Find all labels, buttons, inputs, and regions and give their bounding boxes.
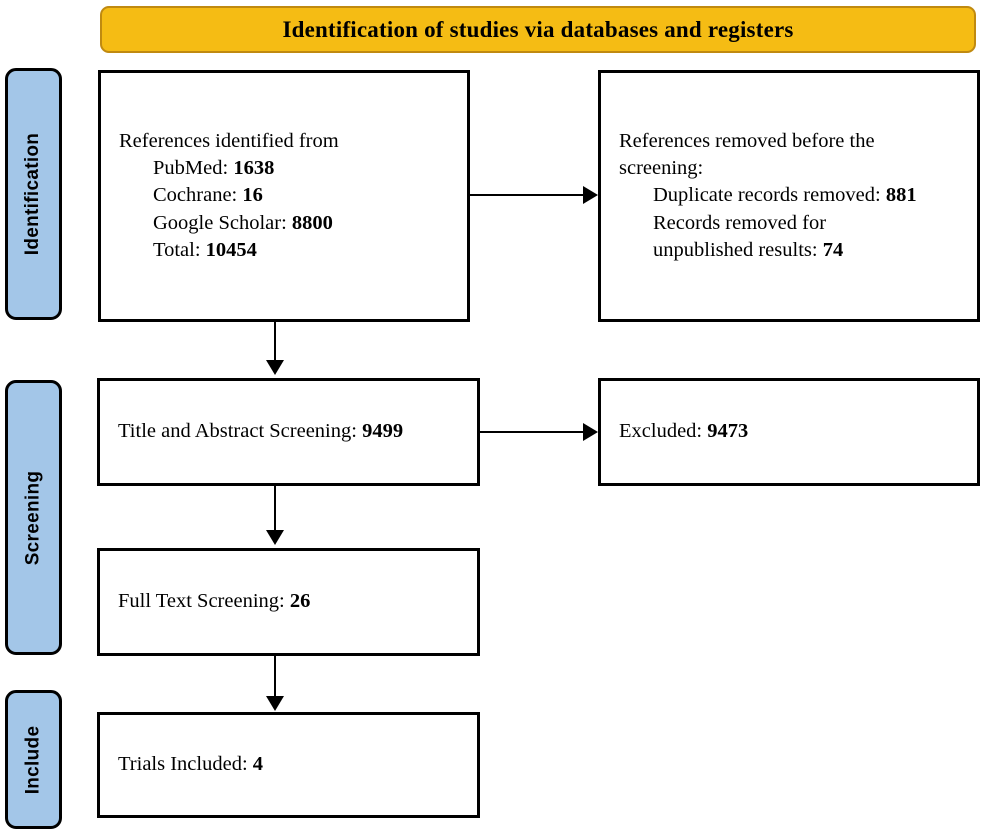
box-line: Total: 10454 bbox=[153, 238, 257, 261]
page-title: Identification of studies via databases … bbox=[282, 16, 794, 42]
box-line: References removed before the bbox=[619, 129, 875, 152]
box-title-abstract-screening: Title and Abstract Screening: 9499 bbox=[97, 378, 480, 486]
connector-identified-to-removed bbox=[470, 194, 585, 196]
box-line: unpublished results: 74 bbox=[653, 238, 844, 261]
arrowhead-down-icon bbox=[266, 530, 284, 545]
box-line: PubMed: 1638 bbox=[153, 157, 275, 180]
box-full-text-screening: Full Text Screening: 26 bbox=[97, 548, 480, 656]
connector-title-abstract-to-excluded bbox=[480, 431, 585, 433]
box-line: Title and Abstract Screening: 9499 bbox=[118, 420, 404, 443]
connector-full-text-to-trials-included bbox=[274, 656, 276, 698]
box-line: Trials Included: 4 bbox=[118, 753, 264, 776]
box-line: screening: bbox=[619, 157, 704, 180]
arrowhead-down-icon bbox=[266, 696, 284, 711]
stage-label-text: Identification bbox=[22, 132, 44, 256]
stage-label-include: Include bbox=[5, 690, 62, 829]
box-references-identified: References identified from PubMed: 1638 … bbox=[98, 70, 470, 322]
box-line: Duplicate records removed: 881 bbox=[653, 184, 917, 207]
box-trials-included: Trials Included: 4 bbox=[97, 712, 480, 818]
connector-title-abstract-to-full-text bbox=[274, 486, 276, 532]
arrowhead-down-icon bbox=[266, 360, 284, 375]
box-line: References identified from bbox=[119, 129, 339, 152]
stage-label-text: Screening bbox=[22, 470, 44, 565]
stage-label-identification: Identification bbox=[5, 68, 62, 320]
box-line: Records removed for bbox=[653, 211, 827, 234]
box-line: Google Scholar: 8800 bbox=[153, 211, 333, 234]
box-excluded: Excluded: 9473 bbox=[598, 378, 980, 486]
box-line: Excluded: 9473 bbox=[619, 420, 749, 443]
box-line: Cochrane: 16 bbox=[153, 184, 263, 207]
box-references-removed: References removed before the screening:… bbox=[598, 70, 980, 322]
stage-label-text: Include bbox=[22, 725, 44, 794]
stage-label-screening: Screening bbox=[5, 380, 62, 655]
arrowhead-right-icon bbox=[583, 423, 598, 441]
connector-identified-to-title-abstract bbox=[274, 322, 276, 362]
box-line: Full Text Screening: 26 bbox=[118, 590, 311, 613]
arrowhead-right-icon bbox=[583, 186, 598, 204]
diagram-title-banner: Identification of studies via databases … bbox=[100, 6, 976, 53]
